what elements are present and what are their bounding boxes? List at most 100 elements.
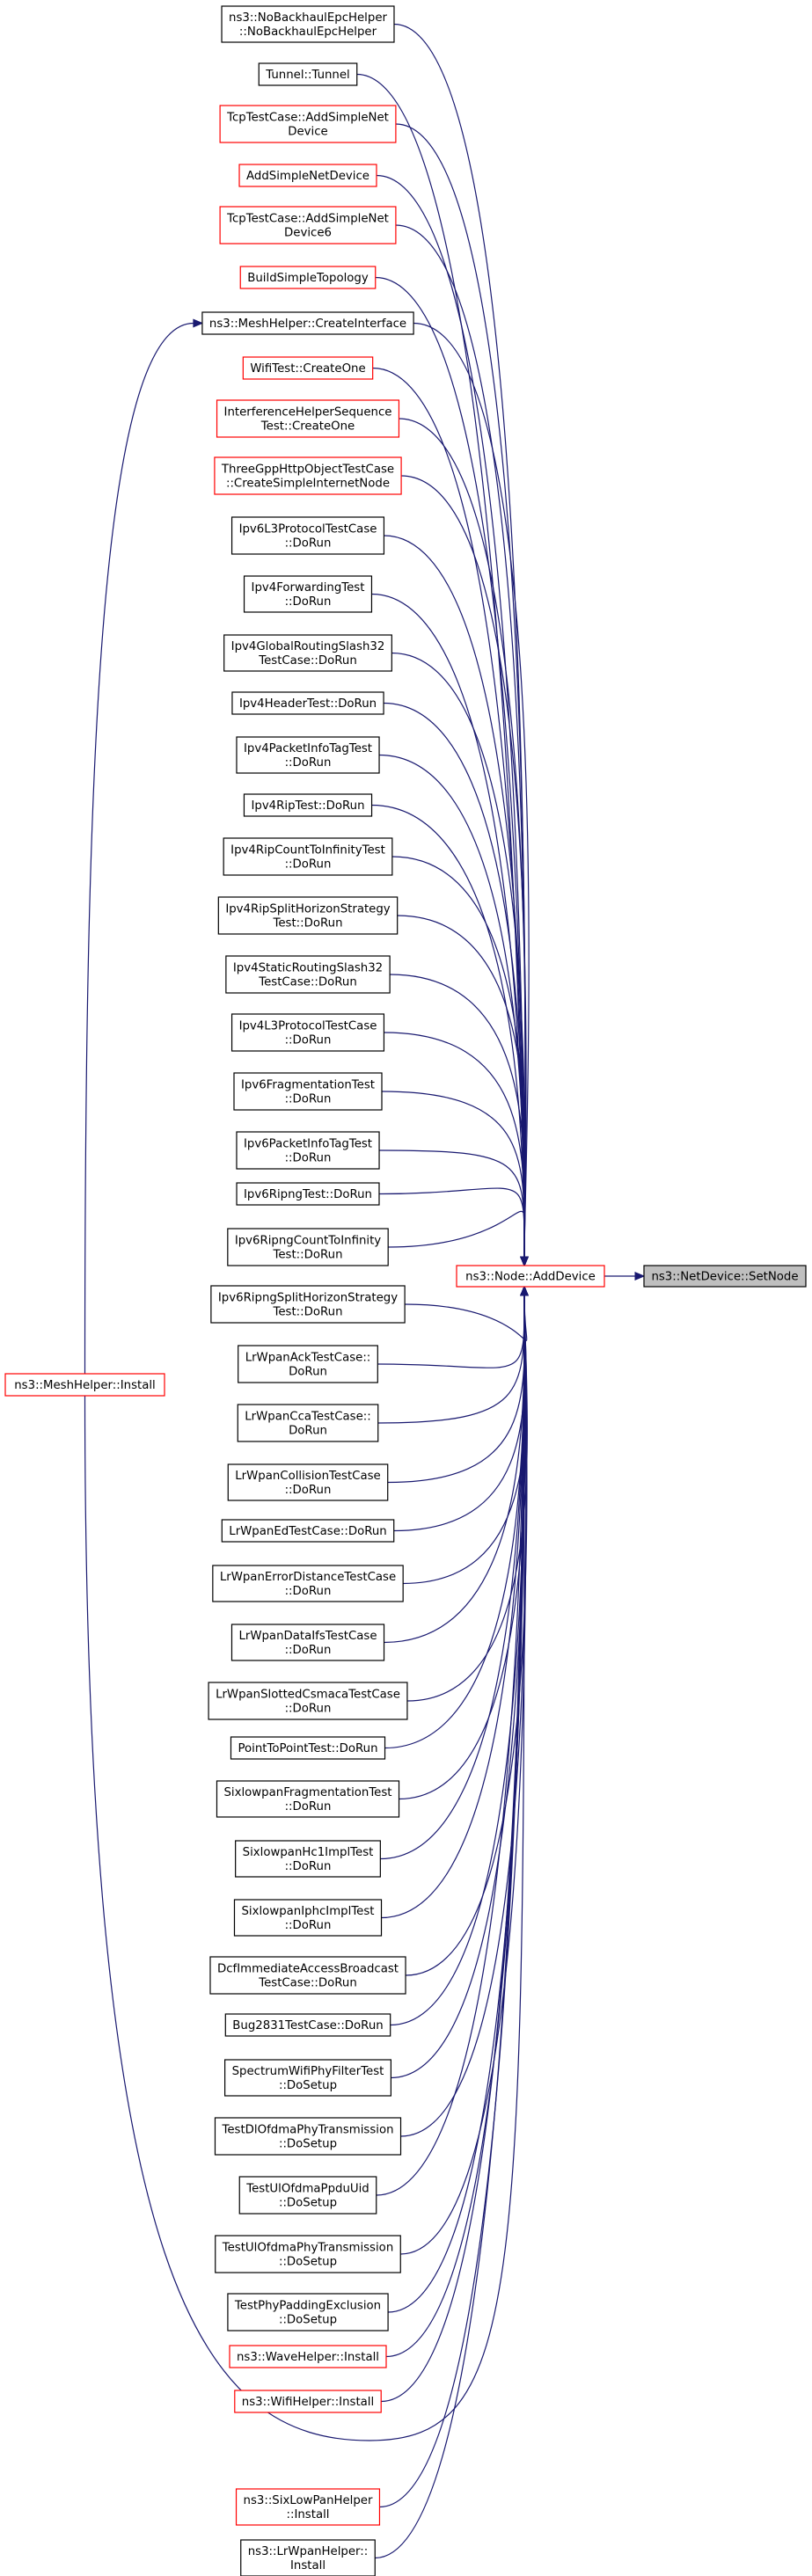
caller-lrwpanccatestcase-dorun-label: LrWpanCcaTestCase:: bbox=[245, 1411, 370, 1424]
caller-sixlowpanhc1impltest-dorun[interactable]: SixlowpanHc1ImplTest::DoRun bbox=[235, 1840, 381, 1878]
caller-lrwpanslottedcsmacatestcase-dorun-label: LrWpanSlottedCsmacaTestCase bbox=[216, 1689, 400, 1702]
caller-tunnel-tunnel[interactable]: Tunnel::Tunnel bbox=[258, 62, 358, 86]
node-ns3-netdevice-setnode[interactable]: ns3::NetDevice::SetNode bbox=[643, 1265, 807, 1288]
caller-ipv6ripngcounttoinfinity-test-dorun-label: Ipv6RipngCountToInfinity bbox=[235, 1235, 381, 1248]
edge-ns3-wavehelper-install-to-add-device bbox=[385, 1294, 525, 2358]
caller-dcfimmediateaccessbroadcast-testcase-dorun-label: DcfImmediateAccessBroadcast bbox=[217, 1963, 399, 1976]
caller-ipv6packetinfotagtest-dorun-label: ::DoRun bbox=[285, 1152, 332, 1165]
caller-ns3-wavehelper-install[interactable]: ns3::WaveHelper::Install bbox=[229, 2345, 387, 2368]
caller-lrwpanerrordistancetestcase-dorun[interactable]: LrWpanErrorDistanceTestCase::DoRun bbox=[212, 1565, 404, 1602]
caller-sixlowpaniphcimpltest-dorun[interactable]: SixlowpanIphcImplTest::DoRun bbox=[233, 1899, 383, 1937]
caller-lrwpanslottedcsmacatestcase-dorun-box bbox=[208, 1682, 408, 1720]
caller-ipv6l3protocoltestcase-dorun[interactable]: Ipv6L3ProtocolTestCase::DoRun bbox=[230, 516, 385, 555]
caller-lrwpanacktestcase-dorun[interactable]: LrWpanAckTestCase::DoRun bbox=[238, 1345, 378, 1383]
caller-lrwpanerrordistancetestcase-dorun-label: LrWpanErrorDistanceTestCase bbox=[220, 1571, 396, 1584]
caller-testulofdmaphytransmission-dosetup-label: TestUlOfdmaPhyTransmission bbox=[222, 2242, 394, 2255]
caller-ipv4headertest-dorun[interactable]: Ipv4HeaderTest::DoRun bbox=[231, 691, 384, 715]
edge-sixlowpanfragmentationtest-dorun-to-add-device bbox=[399, 1294, 527, 1800]
caller-lrwpanedtestcase-dorun-label: LrWpanEdTestCase::DoRun bbox=[229, 1525, 386, 1538]
caller-sixlowpaniphcimpltest-dorun-box bbox=[233, 1899, 383, 1937]
caller-testdlofdmaphytransmission-dosetup[interactable]: TestDlOfdmaPhyTransmission::DoSetup bbox=[214, 2117, 402, 2156]
caller-lrwpanccatestcase-dorun[interactable]: LrWpanCcaTestCase::DoRun bbox=[237, 1404, 379, 1442]
edge-ipv4packetinfotagtest-dorun-to-add-device bbox=[379, 754, 525, 1259]
caller-ipv4forwardingtest-dorun-label: Ipv4ForwardingTest bbox=[252, 581, 365, 595]
caller-testulofdmaphytransmission-dosetup[interactable]: TestUlOfdmaPhyTransmission::DoSetup bbox=[215, 2235, 401, 2273]
caller-ns3-nobackhaulepchelper-nobackhaulepchelper-label: ::NoBackhaulEpcHelper bbox=[239, 26, 377, 39]
edge-mesh-install-to-add-device bbox=[84, 1294, 525, 2441]
caller-buildsimpletopology-box bbox=[239, 266, 377, 289]
caller-ipv6ripngtest-dorun-box bbox=[236, 1182, 380, 1206]
caller-pointtopointtest-dorun[interactable]: PointToPointTest::DoRun bbox=[230, 1736, 386, 1760]
caller-spectrumwifiphyfiltertest-dosetup[interactable]: SpectrumWifiPhyFilterTest::DoSetup bbox=[224, 2059, 391, 2097]
caller-ipv6ripngsplithorizonstrategy-test-dorun-label: Test::DoRun bbox=[272, 1306, 342, 1319]
caller-testulofdmappduuid-dosetup[interactable]: TestUlOfdmaPpduUid::DoSetup bbox=[238, 2176, 377, 2215]
edge-ipv6ripngsplithorizonstrategy-test-dorun-to-add-device bbox=[405, 1294, 528, 1341]
caller-ipv4forwardingtest-dorun[interactable]: Ipv4ForwardingTest::DoRun bbox=[243, 575, 373, 613]
caller-wifitest-createone[interactable]: WifiTest::CreateOne bbox=[242, 356, 374, 380]
caller-addsimplenetdevice[interactable]: AddSimpleNetDevice bbox=[238, 164, 377, 187]
caller-interferencehelpersequence-test-createone-label: Test::CreateOne bbox=[260, 420, 355, 434]
caller-lrwpanedtestcase-dorun-box bbox=[221, 1519, 395, 1543]
caller-tcptestcase-addsimplenet-device[interactable]: TcpTestCase::AddSimpleNetDevice bbox=[219, 105, 397, 143]
caller-testulofdmappduuid-dosetup-box bbox=[238, 2176, 377, 2215]
caller-buildsimpletopology[interactable]: BuildSimpleTopology bbox=[239, 266, 377, 289]
caller-ipv4riptest-dorun[interactable]: Ipv4RipTest::DoRun bbox=[243, 793, 373, 817]
edge-ns3-meshhelper-createinterface-to-add-device bbox=[413, 322, 530, 1259]
caller-bug2831testcase-dorun[interactable]: Bug2831TestCase::DoRun bbox=[224, 2013, 391, 2037]
caller-ipv6packetinfotagtest-dorun[interactable]: Ipv6PacketInfoTagTest::DoRun bbox=[236, 1131, 380, 1170]
caller-sixlowpanhc1impltest-dorun-label: SixlowpanHc1ImplTest bbox=[243, 1846, 374, 1859]
caller-ipv6ripngsplithorizonstrategy-test-dorun-box bbox=[210, 1285, 406, 1324]
caller-testdlofdmaphytransmission-dosetup-box bbox=[214, 2117, 402, 2156]
edge-ipv6ripngcounttoinfinity-test-dorun-to-add-device bbox=[388, 1210, 525, 1259]
caller-ns3-lrwpanhelper-install[interactable]: ns3::LrWpanHelper::Install bbox=[240, 2539, 376, 2576]
caller-lrwpancollisiontestcase-dorun-label: LrWpanCollisionTestCase bbox=[235, 1470, 380, 1483]
caller-ipv4ripcounttoinfinitytest-dorun[interactable]: Ipv4RipCountToInfinityTest::DoRun bbox=[223, 837, 393, 876]
caller-ns3-nobackhaulepchelper-nobackhaulepchelper-label: ns3::NoBackhaulEpcHelper bbox=[229, 11, 387, 25]
edge-ipv4headertest-dorun-to-add-device bbox=[384, 702, 525, 1259]
caller-ns3-wifihelper-install[interactable]: ns3::WifiHelper::Install bbox=[234, 2390, 382, 2413]
caller-ipv4ripsplithorizonstrategy-test-dorun-box bbox=[217, 896, 399, 935]
caller-ns3-nobackhaulepchelper-nobackhaulepchelper[interactable]: ns3::NoBackhaulEpcHelper::NoBackhaulEpcH… bbox=[221, 5, 395, 43]
node-ns3-node-adddevice[interactable]: ns3::Node::AddDevice bbox=[456, 1265, 605, 1288]
caller-ns3-sixlowpanhelper-install[interactable]: ns3::SixLowPanHelper::Install bbox=[235, 2488, 381, 2526]
caller-ns3-sixlowpanhelper-install-label: ns3::SixLowPanHelper bbox=[244, 2494, 373, 2507]
caller-lrwpanedtestcase-dorun[interactable]: LrWpanEdTestCase::DoRun bbox=[221, 1519, 395, 1543]
caller-lrwpandataifstestcase-dorun-box bbox=[230, 1624, 385, 1661]
caller-lrwpancollisiontestcase-dorun-label: ::DoRun bbox=[285, 1484, 332, 1497]
edge-lrwpancollisiontestcase-dorun-to-add-device bbox=[387, 1294, 525, 1484]
caller-lrwpanerrordistancetestcase-dorun-box bbox=[212, 1565, 404, 1602]
caller-sixlowpanfragmentationtest-dorun-box bbox=[216, 1780, 400, 1818]
caller-threegpphttpobjecttestcase-createsimpleinternetnode[interactable]: ThreeGppHttpObjectTestCase::CreateSimple… bbox=[214, 456, 402, 495]
caller-tcptestcase-addsimplenet-device6-label: Device6 bbox=[284, 227, 332, 240]
caller-ipv6packetinfotagtest-dorun-box bbox=[236, 1131, 380, 1170]
caller-ns3-meshhelper-createinterface[interactable]: ns3::MeshHelper::CreateInterface bbox=[201, 311, 414, 335]
caller-ipv6fragmentationtest-dorun-box bbox=[233, 1072, 383, 1111]
caller-testphypaddingexclusion-dosetup[interactable]: TestPhyPaddingExclusion::DoSetup bbox=[227, 2293, 389, 2332]
caller-testphypaddingexclusion-dosetup-label: TestPhyPaddingExclusion bbox=[234, 2300, 381, 2313]
caller-sixlowpanfragmentationtest-dorun-label: ::DoRun bbox=[285, 1800, 332, 1813]
edge-mesh-install-to-create-interface bbox=[84, 322, 194, 1375]
node-ns3-meshhelper-install[interactable]: ns3::MeshHelper::Install bbox=[4, 1373, 165, 1397]
caller-sixlowpanfragmentationtest-dorun[interactable]: SixlowpanFragmentationTest::DoRun bbox=[216, 1780, 400, 1818]
caller-ipv6ripngtest-dorun[interactable]: Ipv6RipngTest::DoRun bbox=[236, 1182, 380, 1206]
caller-lrwpancollisiontestcase-dorun[interactable]: LrWpanCollisionTestCase::DoRun bbox=[227, 1463, 389, 1501]
caller-spectrumwifiphyfiltertest-dosetup-label: ::DoSetup bbox=[279, 2079, 337, 2092]
caller-testulofdmappduuid-dosetup-label: TestUlOfdmaPpduUid bbox=[245, 2183, 369, 2196]
caller-dcfimmediateaccessbroadcast-testcase-dorun[interactable]: DcfImmediateAccessBroadcastTestCase::DoR… bbox=[209, 1956, 406, 1995]
caller-ipv6fragmentationtest-dorun[interactable]: Ipv6FragmentationTest::DoRun bbox=[233, 1072, 383, 1111]
caller-ipv4l3protocoltestcase-dorun[interactable]: Ipv4L3ProtocolTestCase::DoRun bbox=[230, 1013, 385, 1052]
caller-ipv4ripsplithorizonstrategy-test-dorun-label: Test::DoRun bbox=[272, 917, 342, 930]
caller-lrwpanslottedcsmacatestcase-dorun[interactable]: LrWpanSlottedCsmacaTestCase::DoRun bbox=[208, 1682, 408, 1720]
edge-ipv6fragmentationtest-dorun-to-add-device bbox=[382, 1091, 525, 1259]
caller-ipv4packetinfotagtest-dorun[interactable]: Ipv4PacketInfoTagTest::DoRun bbox=[236, 736, 380, 774]
caller-interferencehelpersequence-test-createone[interactable]: InterferenceHelperSequenceTest::CreateOn… bbox=[216, 399, 400, 438]
node-ns3-node-adddevice-label: ns3::Node::AddDevice bbox=[465, 1271, 596, 1284]
caller-lrwpandataifstestcase-dorun[interactable]: LrWpanDataIfsTestCase::DoRun bbox=[230, 1624, 385, 1661]
